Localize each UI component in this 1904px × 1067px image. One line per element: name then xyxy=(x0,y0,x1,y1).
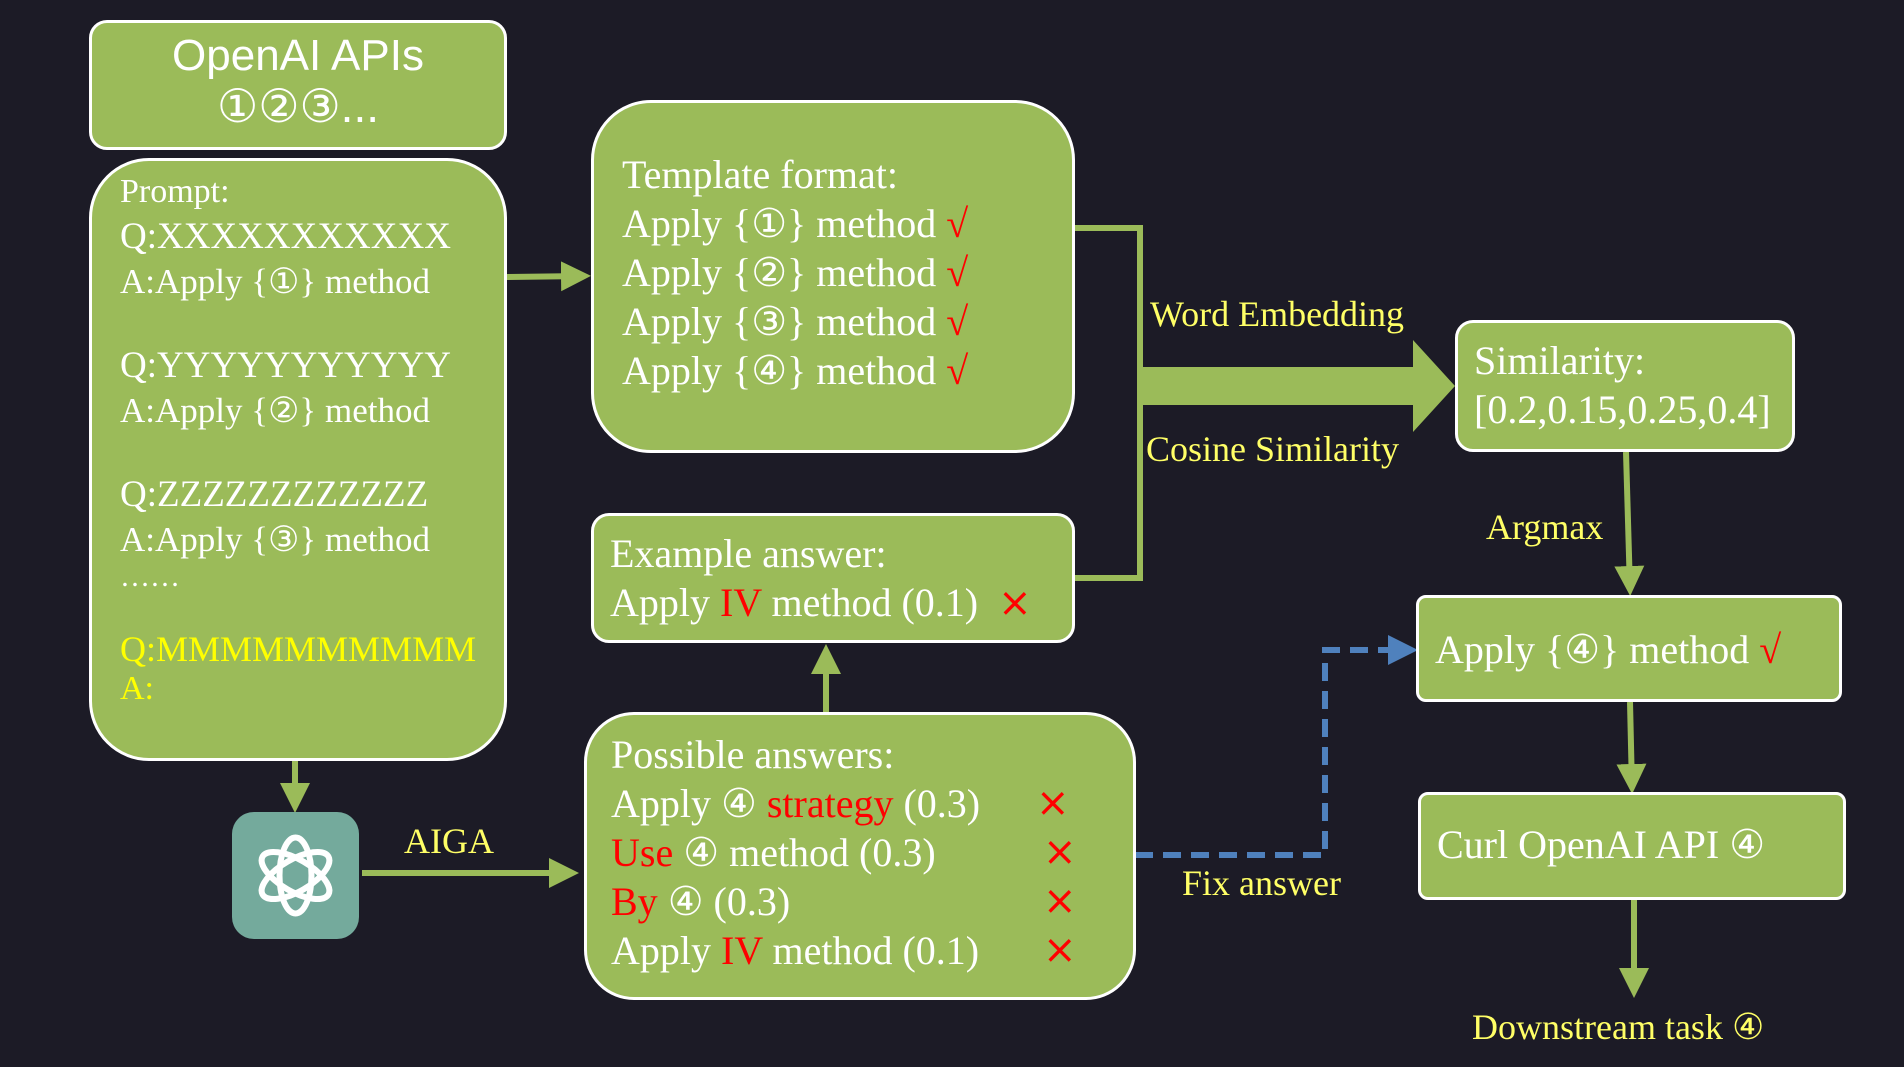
prompt-line: Q:ZZZZZZZZZZZZ xyxy=(120,474,429,515)
template-row: Apply {①} method √ xyxy=(622,201,969,246)
similarity-values: [0.2,0.15,0.25,0.4] xyxy=(1474,387,1771,432)
label-argmax: Argmax xyxy=(1486,507,1604,547)
cross-mark-icon: × xyxy=(1036,780,1070,826)
possible-row: Use ④ method (0.3) × xyxy=(611,829,1077,875)
template-heading: Template format: xyxy=(622,152,898,197)
template-row: Apply {③} method √ xyxy=(622,299,969,344)
prompt-box: Prompt: Q:XXXXXXXXXXX A:Apply {①} method… xyxy=(89,158,507,761)
cross-mark-icon: × xyxy=(998,580,1032,626)
check-mark-icon: √ xyxy=(946,348,969,393)
arrow-prompt-to-template xyxy=(504,261,591,292)
template-format-box: Template format: Apply {①} method √ Appl… xyxy=(591,100,1075,453)
prompt-line: A:Apply {②} method xyxy=(120,391,430,430)
prompt-line-query: Q:MMMMMMMMMM xyxy=(120,629,477,669)
prompt-heading: Prompt: xyxy=(120,173,230,210)
apis-title: OpenAI APIs xyxy=(172,31,424,80)
prompt-line: Q:YYYYYYYYYYY xyxy=(120,345,451,386)
check-mark-icon: √ xyxy=(946,299,969,344)
arrow-big-to-similarity xyxy=(1140,340,1455,432)
openai-apis-box: OpenAI APIs ①②③... xyxy=(89,20,507,150)
template-row: Apply {④} method √ xyxy=(622,348,969,393)
possible-row: Apply ④ strategy (0.3) × xyxy=(611,780,1070,826)
arrow-fix-answer xyxy=(1135,635,1418,858)
similarity-heading: Similarity: xyxy=(1474,338,1646,383)
check-mark-icon: √ xyxy=(946,250,969,295)
example-heading: Example answer: xyxy=(610,531,887,576)
cross-mark-icon: × xyxy=(1043,927,1077,973)
possible-answers-box: Possible answers: Apply ④ strategy (0.3)… xyxy=(584,712,1136,1000)
check-mark-icon: √ xyxy=(1759,627,1782,672)
apis-subtitle: ①②③... xyxy=(216,80,380,132)
similarity-box: Similarity: [0.2,0.15,0.25,0.4] xyxy=(1455,320,1795,452)
label-word-embedding: Word Embedding xyxy=(1150,294,1405,334)
cross-mark-icon: × xyxy=(1043,829,1077,875)
prompt-line: Q:XXXXXXXXXXX xyxy=(120,216,451,257)
label-fix-answer: Fix answer xyxy=(1182,863,1341,903)
prompt-line-answer: A: xyxy=(120,670,154,707)
example-answer-box: Example answer: Apply IV method (0.1) × xyxy=(591,513,1075,643)
possible-heading: Possible answers: xyxy=(611,732,895,777)
example-row: Apply IV method (0.1) × xyxy=(610,580,1032,626)
prompt-line: A:Apply {①} method xyxy=(120,262,430,301)
curl-text: Curl OpenAI API ④ xyxy=(1437,822,1766,867)
label-cosine-similarity: Cosine Similarity xyxy=(1146,429,1400,469)
label-downstream-task: Downstream task ④ xyxy=(1472,1007,1765,1047)
selected-answer-box: Apply {④} method √ xyxy=(1416,595,1842,702)
arrow-argmax xyxy=(1614,451,1645,596)
openai-logo-icon xyxy=(232,812,359,939)
possible-row: Apply IV method (0.1) × xyxy=(611,927,1077,973)
selected-row: Apply {④} method √ xyxy=(1435,627,1782,672)
template-row: Apply {②} method √ xyxy=(622,250,969,295)
check-mark-icon: √ xyxy=(946,201,969,246)
prompt-line: A:Apply {③} method xyxy=(120,520,430,559)
label-aiga: AIGA xyxy=(404,821,494,861)
curl-api-box: Curl OpenAI API ④ xyxy=(1418,792,1846,900)
cross-mark-icon: × xyxy=(1043,878,1077,924)
arrow-selected-to-curl xyxy=(1616,701,1647,794)
prompt-ellipsis: …… xyxy=(120,560,180,593)
possible-row: By ④ (0.3) × xyxy=(611,878,1077,924)
bracket-connector xyxy=(1075,225,1143,581)
